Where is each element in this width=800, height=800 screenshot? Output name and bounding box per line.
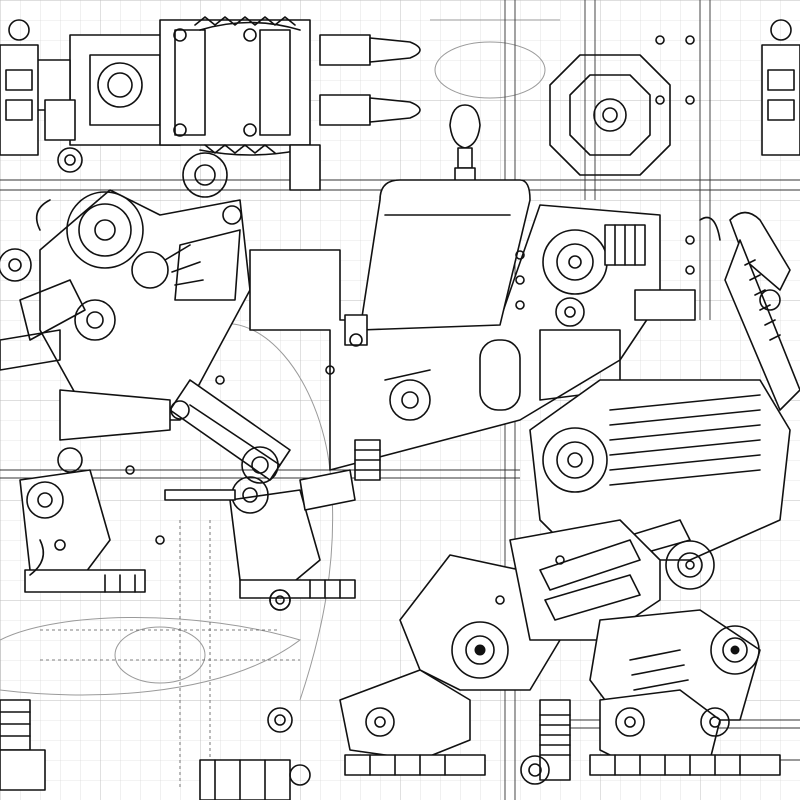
battery-box-right (761, 19, 800, 156)
spring-column-bottom (520, 699, 571, 785)
gear-cluster-left (0, 152, 251, 421)
battery-box-left (0, 19, 39, 156)
octagon-plate (549, 54, 671, 176)
foot-clamp-right (589, 689, 781, 776)
leg-assembly-middle (164, 469, 356, 611)
radiator-block (529, 379, 791, 590)
foot-clamp-left (339, 669, 486, 776)
leg-assembly-left (19, 447, 146, 593)
engine-body-center (249, 179, 696, 481)
heavy-limb-lower (399, 519, 761, 721)
bottom-left-fixtures (0, 589, 311, 800)
piston-arm (59, 379, 291, 484)
bolt-markers (125, 35, 695, 605)
